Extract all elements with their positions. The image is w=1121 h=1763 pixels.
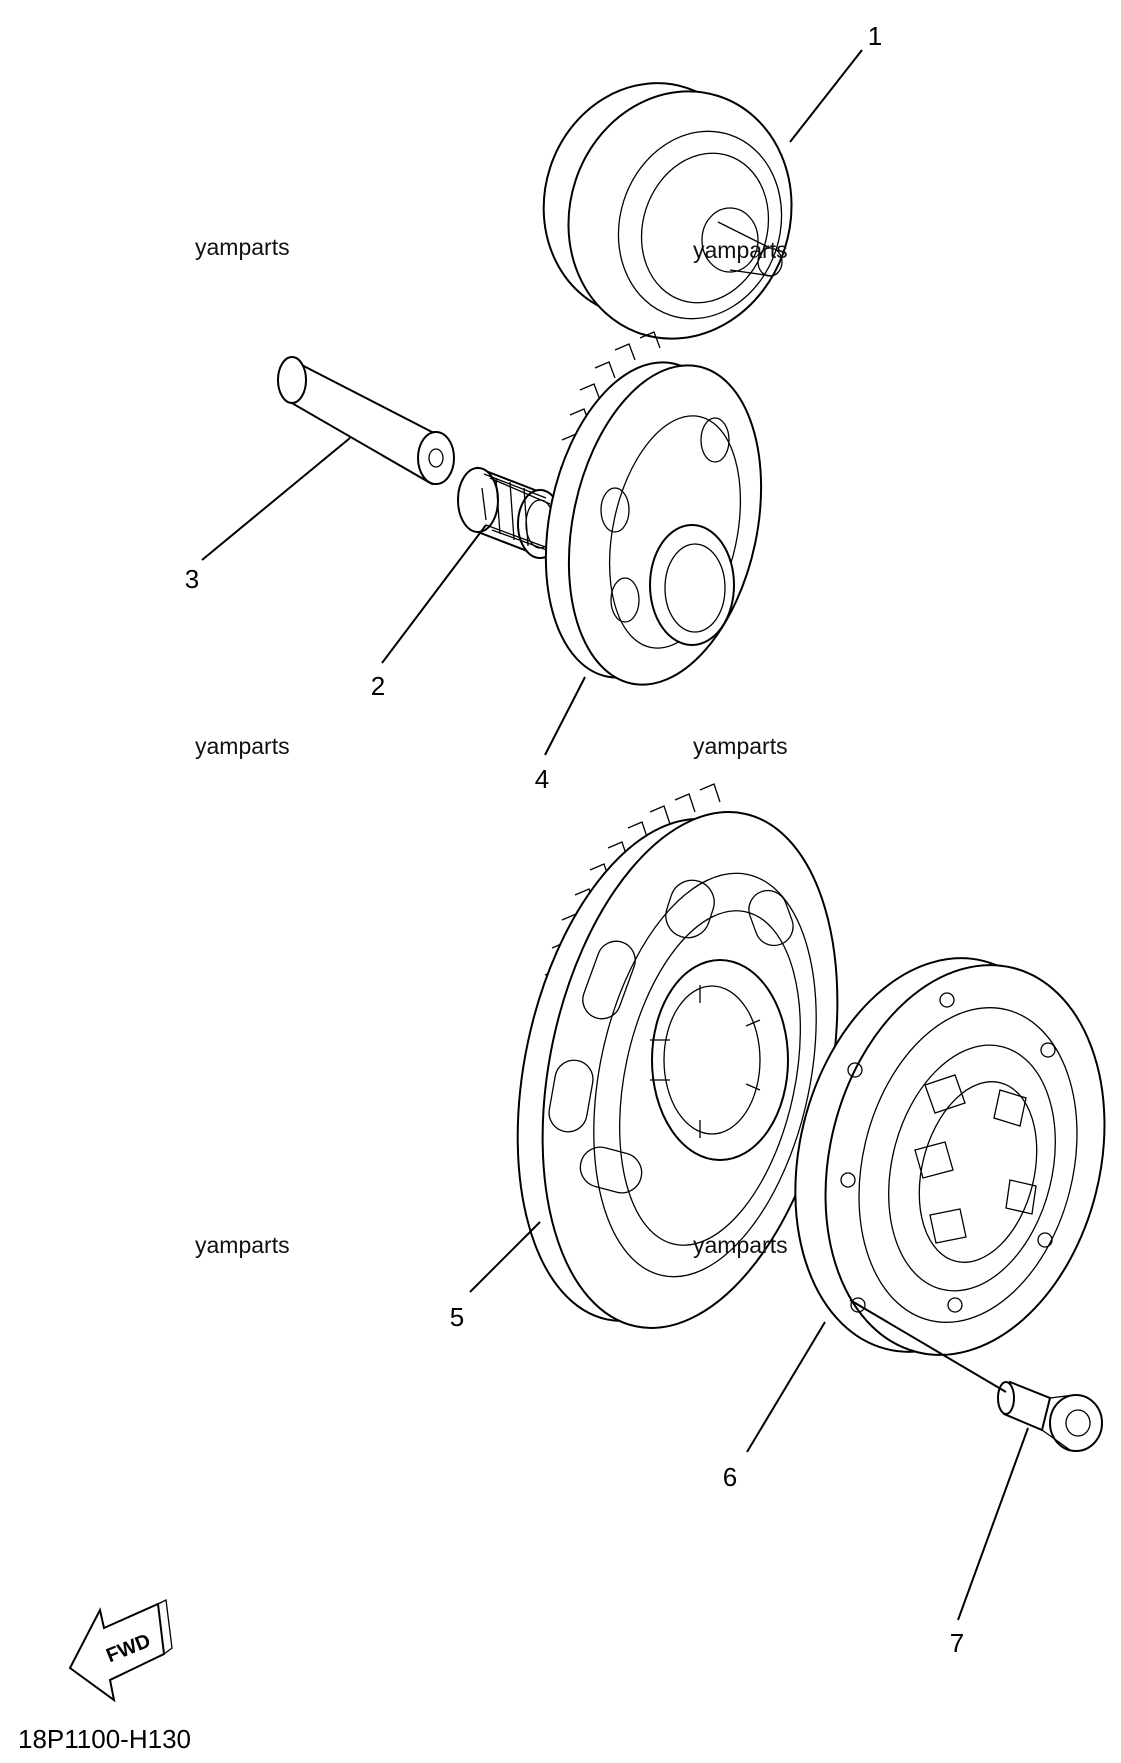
part-3-shaft <box>277 356 455 486</box>
callout-3: 3 <box>185 564 199 594</box>
fwd-arrow-icon: FWD <box>68 1599 173 1703</box>
leader-line-1 <box>789 49 863 143</box>
leader-line-2 <box>381 524 487 664</box>
callout-4: 4 <box>535 764 549 794</box>
callout-numbers: 1 2 3 4 5 6 7 <box>185 21 964 1658</box>
leader-line-bolt-path <box>849 1299 1007 1393</box>
callout-6: 6 <box>723 1462 737 1492</box>
callout-1: 1 <box>868 21 882 51</box>
part-2-needle-bearing <box>457 466 563 559</box>
callout-7: 7 <box>950 1628 964 1658</box>
callout-5: 5 <box>450 1302 464 1332</box>
leader-line-7 <box>957 1427 1029 1621</box>
part-6-one-way-clutch <box>794 957 1106 1356</box>
watermark: yamparts <box>195 733 290 759</box>
leader-line-5 <box>469 1221 541 1293</box>
part-1-starter-clutch-assembly <box>542 82 793 340</box>
part-7-bolt <box>997 1380 1103 1452</box>
leader-lines <box>201 49 1029 1621</box>
watermark: yamparts <box>195 234 290 260</box>
diagram-code: 18P1100-H130 <box>18 1724 191 1754</box>
watermark: yamparts <box>693 733 788 759</box>
leader-line-4 <box>544 676 586 756</box>
watermark: yamparts <box>693 1232 788 1258</box>
callout-2: 2 <box>371 671 385 701</box>
watermark: yamparts <box>693 237 788 263</box>
part-5-starter-driven-gear <box>516 783 839 1329</box>
watermarks: yamparts yamparts yamparts yamparts yamp… <box>195 234 788 1258</box>
leader-line-6 <box>746 1321 826 1453</box>
watermark: yamparts <box>195 1232 290 1258</box>
leader-line-3 <box>201 437 351 561</box>
part-4-idler-gear <box>544 331 763 686</box>
